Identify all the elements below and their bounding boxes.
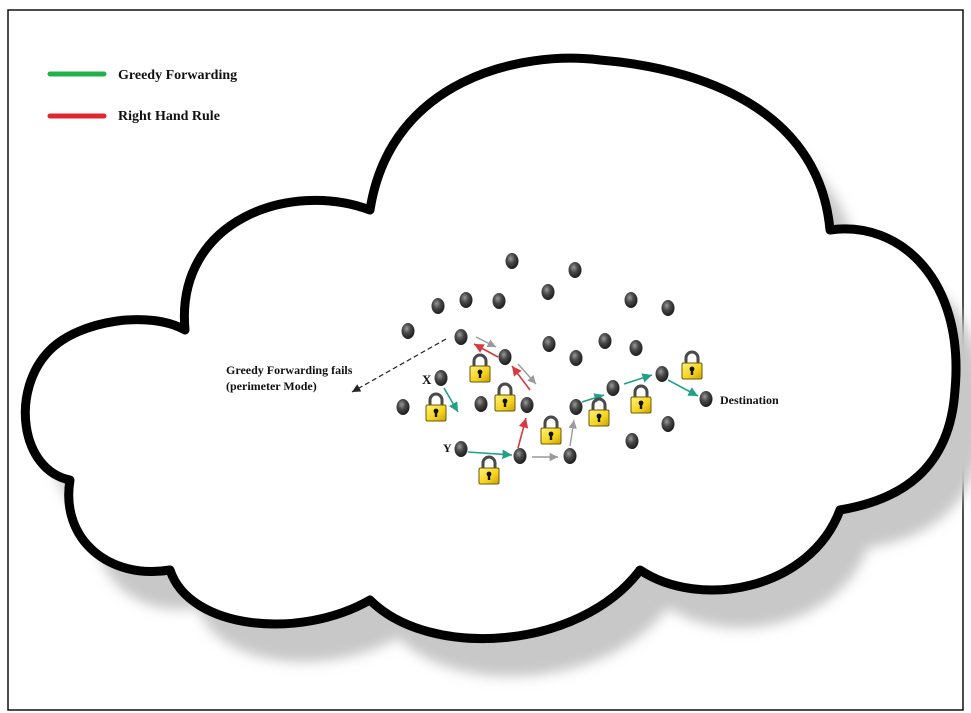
node-label-destination: Destination <box>720 393 779 407</box>
probe-arrow <box>475 336 497 348</box>
padlock-icon <box>681 350 703 380</box>
sensor-node-icon <box>505 253 519 269</box>
legend-label-greedy: Greedy Forwarding <box>118 68 237 83</box>
rhr-arrow <box>511 365 531 391</box>
rhr-arrow <box>473 343 499 358</box>
legend-label-rhr: Right Hand Rule <box>118 109 220 124</box>
greedy-arrow <box>467 449 513 460</box>
legend: Greedy Forwarding Right Hand Rule <box>47 68 237 124</box>
greedy-arrow <box>667 379 699 397</box>
sensor-node-icon <box>655 366 669 382</box>
sensor-node-icon <box>541 284 555 300</box>
sensor-node-icon <box>661 300 675 316</box>
annotation-line-1: Greedy Forwarding fails <box>226 363 353 377</box>
padlock-icon <box>540 415 562 445</box>
padlock-icon <box>469 353 491 383</box>
sensor-node-icon <box>661 416 675 432</box>
route-arrows <box>443 336 699 462</box>
sensor-node-icon <box>568 262 582 278</box>
padlock-icon <box>588 397 610 427</box>
sensor-node-icon <box>606 380 620 396</box>
sensor-node-icon <box>542 336 556 352</box>
sensor-node-icon <box>396 399 410 415</box>
sensor-node-icon <box>598 333 612 349</box>
padlock-icon <box>478 455 500 485</box>
sensor-node-icon <box>434 370 448 386</box>
sensor-nodes <box>396 253 713 464</box>
sensor-node-icon <box>431 298 445 314</box>
sensor-node-icon <box>459 292 473 308</box>
sensor-node-icon <box>625 433 639 449</box>
padlock-icon <box>425 392 447 422</box>
sensor-node-icon <box>454 329 468 345</box>
sensor-node-icon <box>624 292 638 308</box>
sensor-node-icon <box>513 448 527 464</box>
sensor-node-icon <box>563 448 577 464</box>
padlock-icon <box>494 382 516 412</box>
perimeter-pointer-arrow <box>351 338 447 393</box>
sensor-node-icon <box>401 323 415 339</box>
sensor-node-icon <box>629 340 643 356</box>
sensor-node-icon <box>498 349 512 365</box>
sensor-node-icon <box>569 350 583 366</box>
padlocks <box>425 350 703 485</box>
probe-arrow <box>568 419 577 447</box>
node-label-y: Y <box>443 441 452 455</box>
padlock-icon <box>630 384 652 414</box>
greedy-arrow <box>623 373 653 385</box>
sensor-node-icon <box>699 391 713 407</box>
node-label-x: X <box>422 372 432 387</box>
sensor-node-icon <box>569 399 583 415</box>
rhr-arrow <box>517 417 529 449</box>
cloud-boundary <box>20 53 961 644</box>
probe-arrow <box>517 363 537 385</box>
sensor-node-icon <box>474 396 488 412</box>
greedy-arrow <box>581 393 605 403</box>
annotation-line-2: (perimeter Mode) <box>226 379 317 393</box>
sensor-node-icon <box>454 441 468 457</box>
greedy-arrow <box>443 387 459 413</box>
perimeter-annotation: Greedy Forwarding fails (perimeter Mode) <box>226 338 447 393</box>
sensor-node-icon <box>520 397 534 413</box>
sensor-node-icon <box>492 293 506 309</box>
